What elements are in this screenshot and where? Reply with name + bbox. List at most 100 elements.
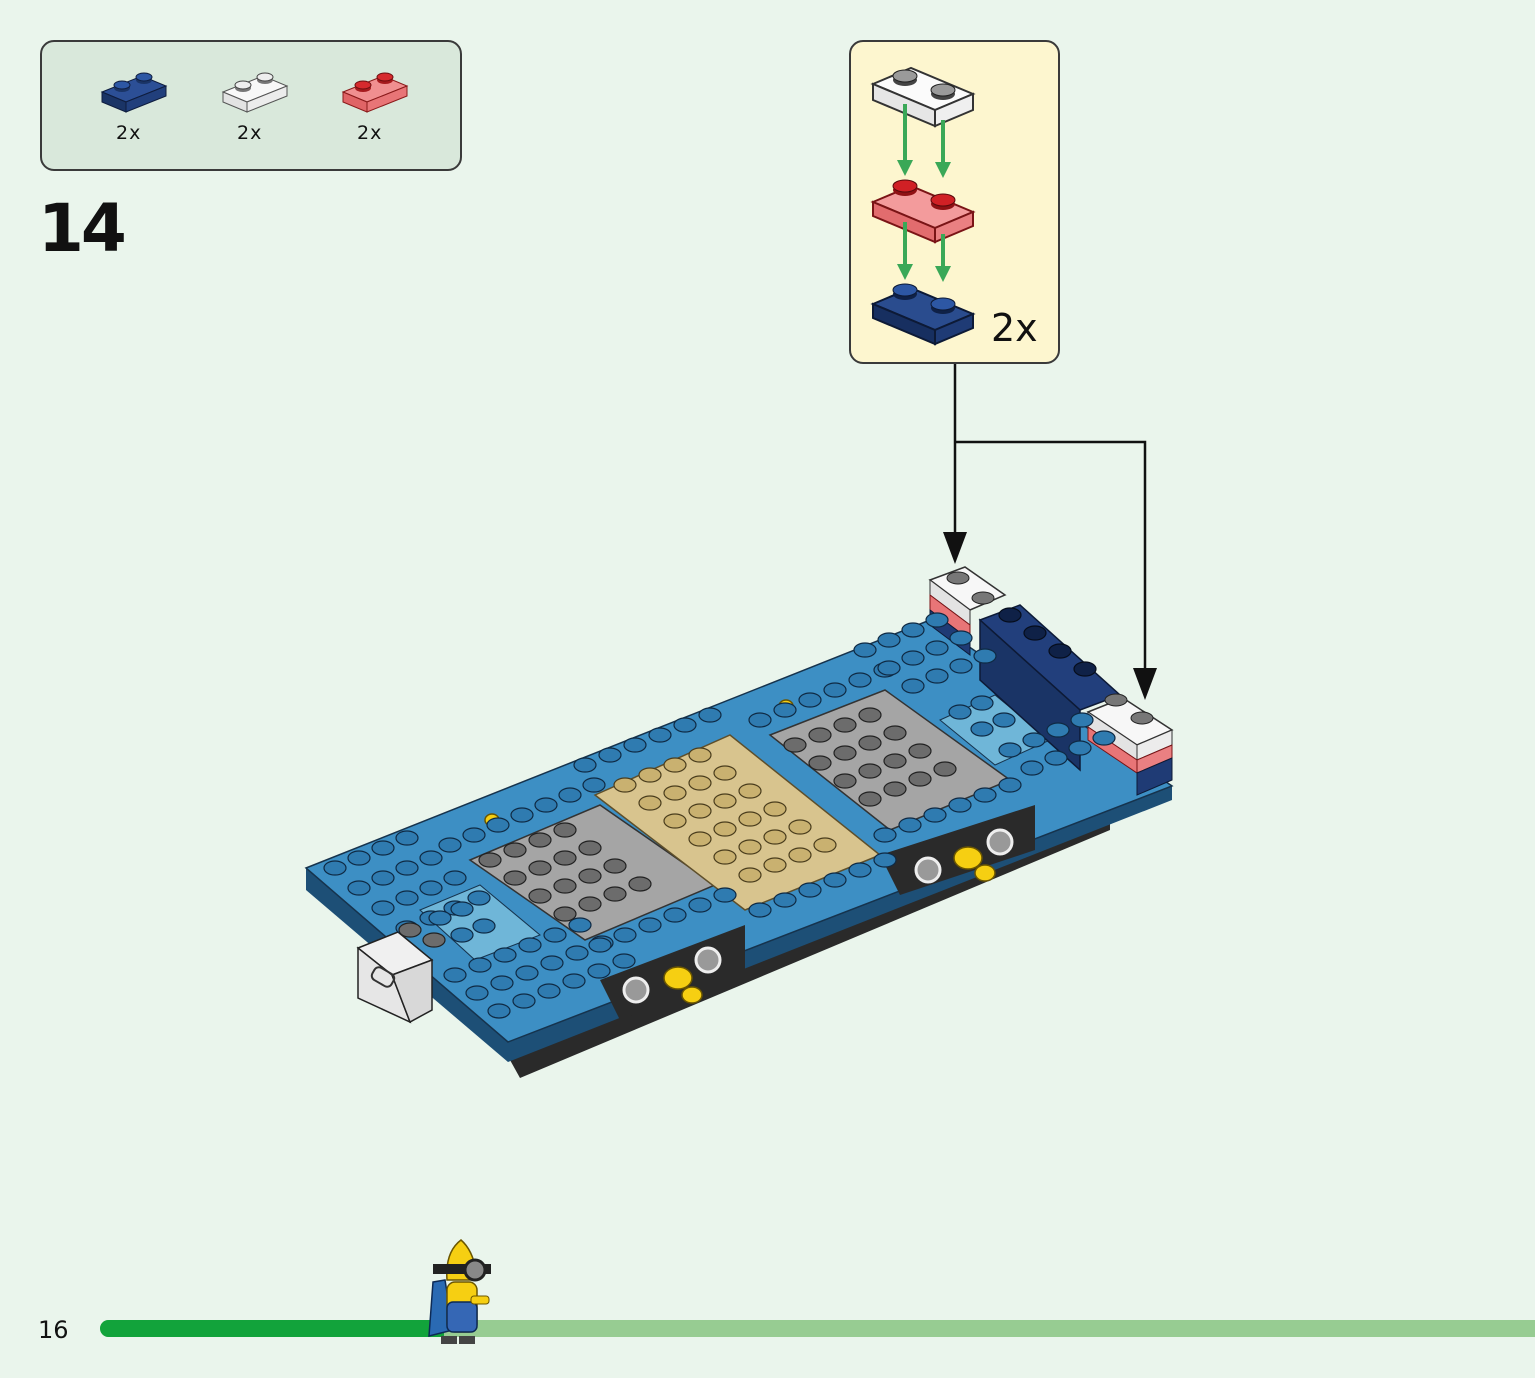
stud xyxy=(898,817,922,833)
stud xyxy=(573,757,597,773)
dark-blue-plate-icon xyxy=(100,72,168,113)
green-arrows xyxy=(897,104,951,282)
stud xyxy=(578,896,602,912)
stud xyxy=(948,797,972,813)
stud xyxy=(558,787,582,803)
stud xyxy=(467,890,491,906)
minion-figure-icon xyxy=(428,1239,491,1344)
stud xyxy=(688,897,712,913)
subassembly-diagram xyxy=(870,66,976,346)
part-quantity: 2x xyxy=(237,122,263,144)
stud xyxy=(908,743,932,759)
part-dark-blue-plate: 2x xyxy=(98,70,178,150)
stud xyxy=(873,827,897,843)
stud xyxy=(773,892,797,908)
stud xyxy=(688,803,712,819)
stud xyxy=(688,747,712,763)
stud xyxy=(638,795,662,811)
stud xyxy=(923,807,947,823)
stud xyxy=(628,876,652,892)
stud xyxy=(688,831,712,847)
stud xyxy=(783,737,807,753)
front-bumper xyxy=(356,931,434,1024)
stud xyxy=(1044,750,1068,766)
stud xyxy=(1092,730,1116,746)
stud xyxy=(663,785,687,801)
stud xyxy=(663,907,687,923)
stud xyxy=(973,648,997,664)
stud xyxy=(688,775,712,791)
stud xyxy=(1046,722,1070,738)
stud xyxy=(603,886,627,902)
stud xyxy=(933,761,957,777)
page-number: 16 xyxy=(38,1316,69,1344)
part-quantity: 2x xyxy=(357,122,383,144)
stud xyxy=(713,793,737,809)
stud xyxy=(462,827,486,843)
stud xyxy=(925,640,949,656)
stud xyxy=(398,922,422,938)
stud xyxy=(901,622,925,638)
stud xyxy=(673,717,697,733)
part-quantity: 2x xyxy=(116,122,142,144)
stud xyxy=(443,967,467,983)
stud xyxy=(598,747,622,763)
stud xyxy=(582,777,606,793)
stud xyxy=(763,801,787,817)
stud xyxy=(587,963,611,979)
stud xyxy=(419,880,443,896)
axle-hole xyxy=(914,856,942,884)
stud xyxy=(1068,740,1092,756)
stud xyxy=(395,860,419,876)
stud xyxy=(698,707,722,723)
stud xyxy=(562,973,586,989)
stud xyxy=(738,867,762,883)
stud xyxy=(510,807,534,823)
stud xyxy=(858,735,882,751)
callout-connector xyxy=(953,364,1147,680)
stud xyxy=(553,906,577,922)
parts-list-box: 2x 2x 2x xyxy=(40,40,462,171)
stud xyxy=(428,910,452,926)
stud xyxy=(503,870,527,886)
stud xyxy=(478,852,502,868)
stud xyxy=(487,1003,511,1019)
stud xyxy=(565,945,589,961)
stud xyxy=(648,727,672,743)
stud xyxy=(553,822,577,838)
stud xyxy=(713,887,737,903)
stud xyxy=(949,658,973,674)
stud xyxy=(763,829,787,845)
stud xyxy=(798,692,822,708)
stud xyxy=(468,957,492,973)
stud xyxy=(1048,643,1072,659)
stud xyxy=(1023,625,1047,641)
stud xyxy=(490,975,514,991)
subassembly-callout: 2x xyxy=(849,40,1060,364)
stud xyxy=(763,857,787,873)
axle-hole xyxy=(694,946,722,974)
stud xyxy=(808,755,832,771)
stud xyxy=(788,847,812,863)
stud xyxy=(873,852,897,868)
stud xyxy=(553,878,577,894)
stud xyxy=(773,702,797,718)
stud xyxy=(848,672,872,688)
stud xyxy=(908,771,932,787)
progress-track xyxy=(100,1320,1535,1337)
stud xyxy=(553,850,577,866)
grey-studs xyxy=(398,707,957,948)
stud xyxy=(623,737,647,753)
stud xyxy=(853,642,877,658)
stud xyxy=(512,993,536,1009)
stud xyxy=(808,727,832,743)
stud xyxy=(663,813,687,829)
axle-hole xyxy=(622,976,650,1004)
part-clear-plate: 2x xyxy=(219,70,299,150)
stud xyxy=(998,777,1022,793)
stud xyxy=(503,842,527,858)
stud xyxy=(738,811,762,827)
stud xyxy=(901,650,925,666)
stud xyxy=(422,932,446,948)
